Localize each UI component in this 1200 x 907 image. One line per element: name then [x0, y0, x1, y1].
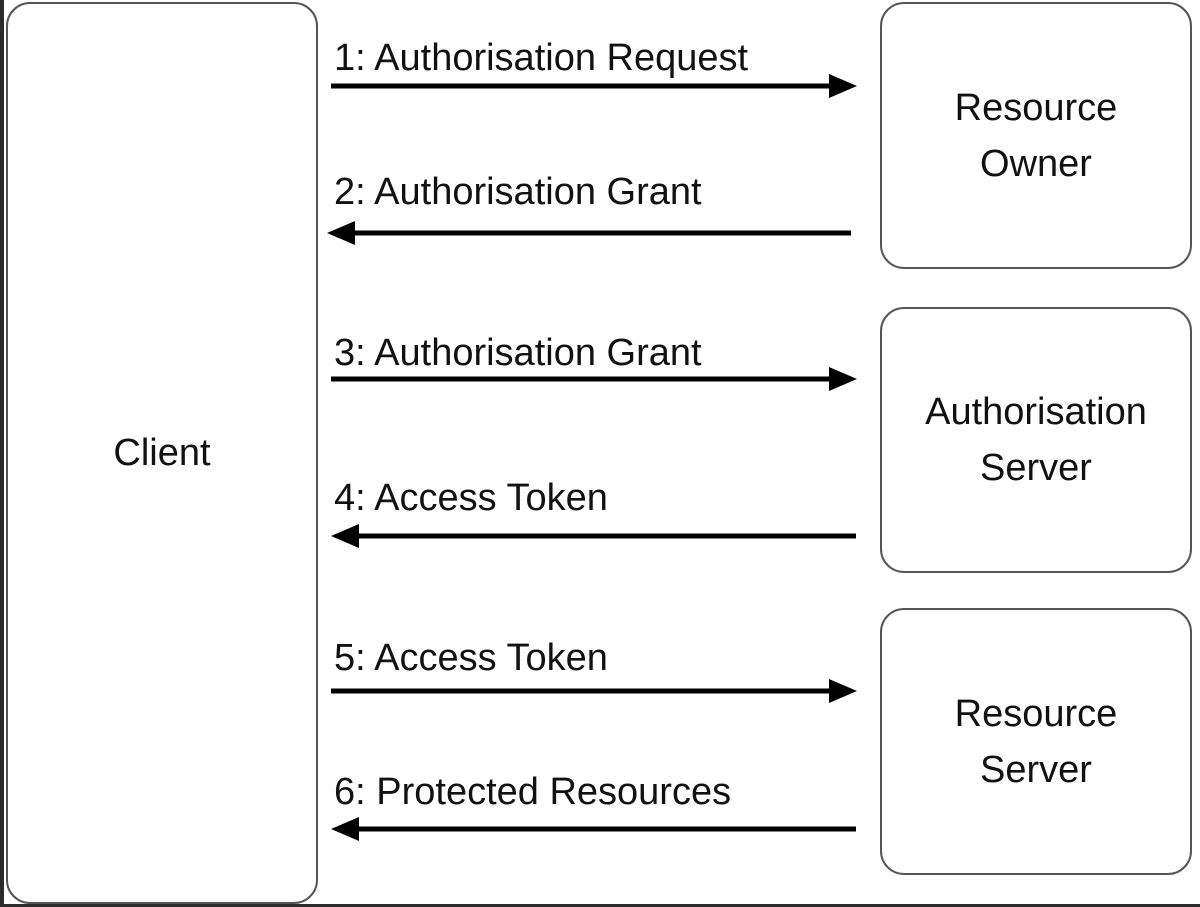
- authorisation-server-label: Authorisation Server: [925, 391, 1147, 489]
- authorisation-server-box: Authorisation Server: [880, 307, 1192, 573]
- client-box: Client: [6, 2, 318, 904]
- arrow-3: [331, 367, 857, 391]
- arrow-1: [331, 74, 857, 98]
- arrow-5: [331, 679, 857, 703]
- message-2-label: 2: Authorisation Grant: [334, 171, 702, 213]
- resource-owner-box: Resource Owner: [880, 2, 1192, 269]
- message-6-label: 6: Protected Resources: [334, 771, 732, 813]
- resource-owner-label: Resource Owner: [954, 86, 1118, 185]
- client-label: Client: [113, 432, 211, 474]
- message-3-label: 3: Authorisation Grant: [334, 332, 702, 374]
- arrow-6: [331, 817, 856, 841]
- message-4-label: 4: Access Token: [334, 477, 608, 519]
- message-5-label: 5: Access Token: [334, 637, 608, 679]
- arrow-2: [327, 221, 851, 245]
- resource-server-label: Resource Server: [954, 692, 1118, 791]
- resource-server-box: Resource Server: [880, 608, 1192, 875]
- message-1-label: 1: Authorisation Request: [334, 37, 749, 79]
- arrow-4: [331, 524, 856, 548]
